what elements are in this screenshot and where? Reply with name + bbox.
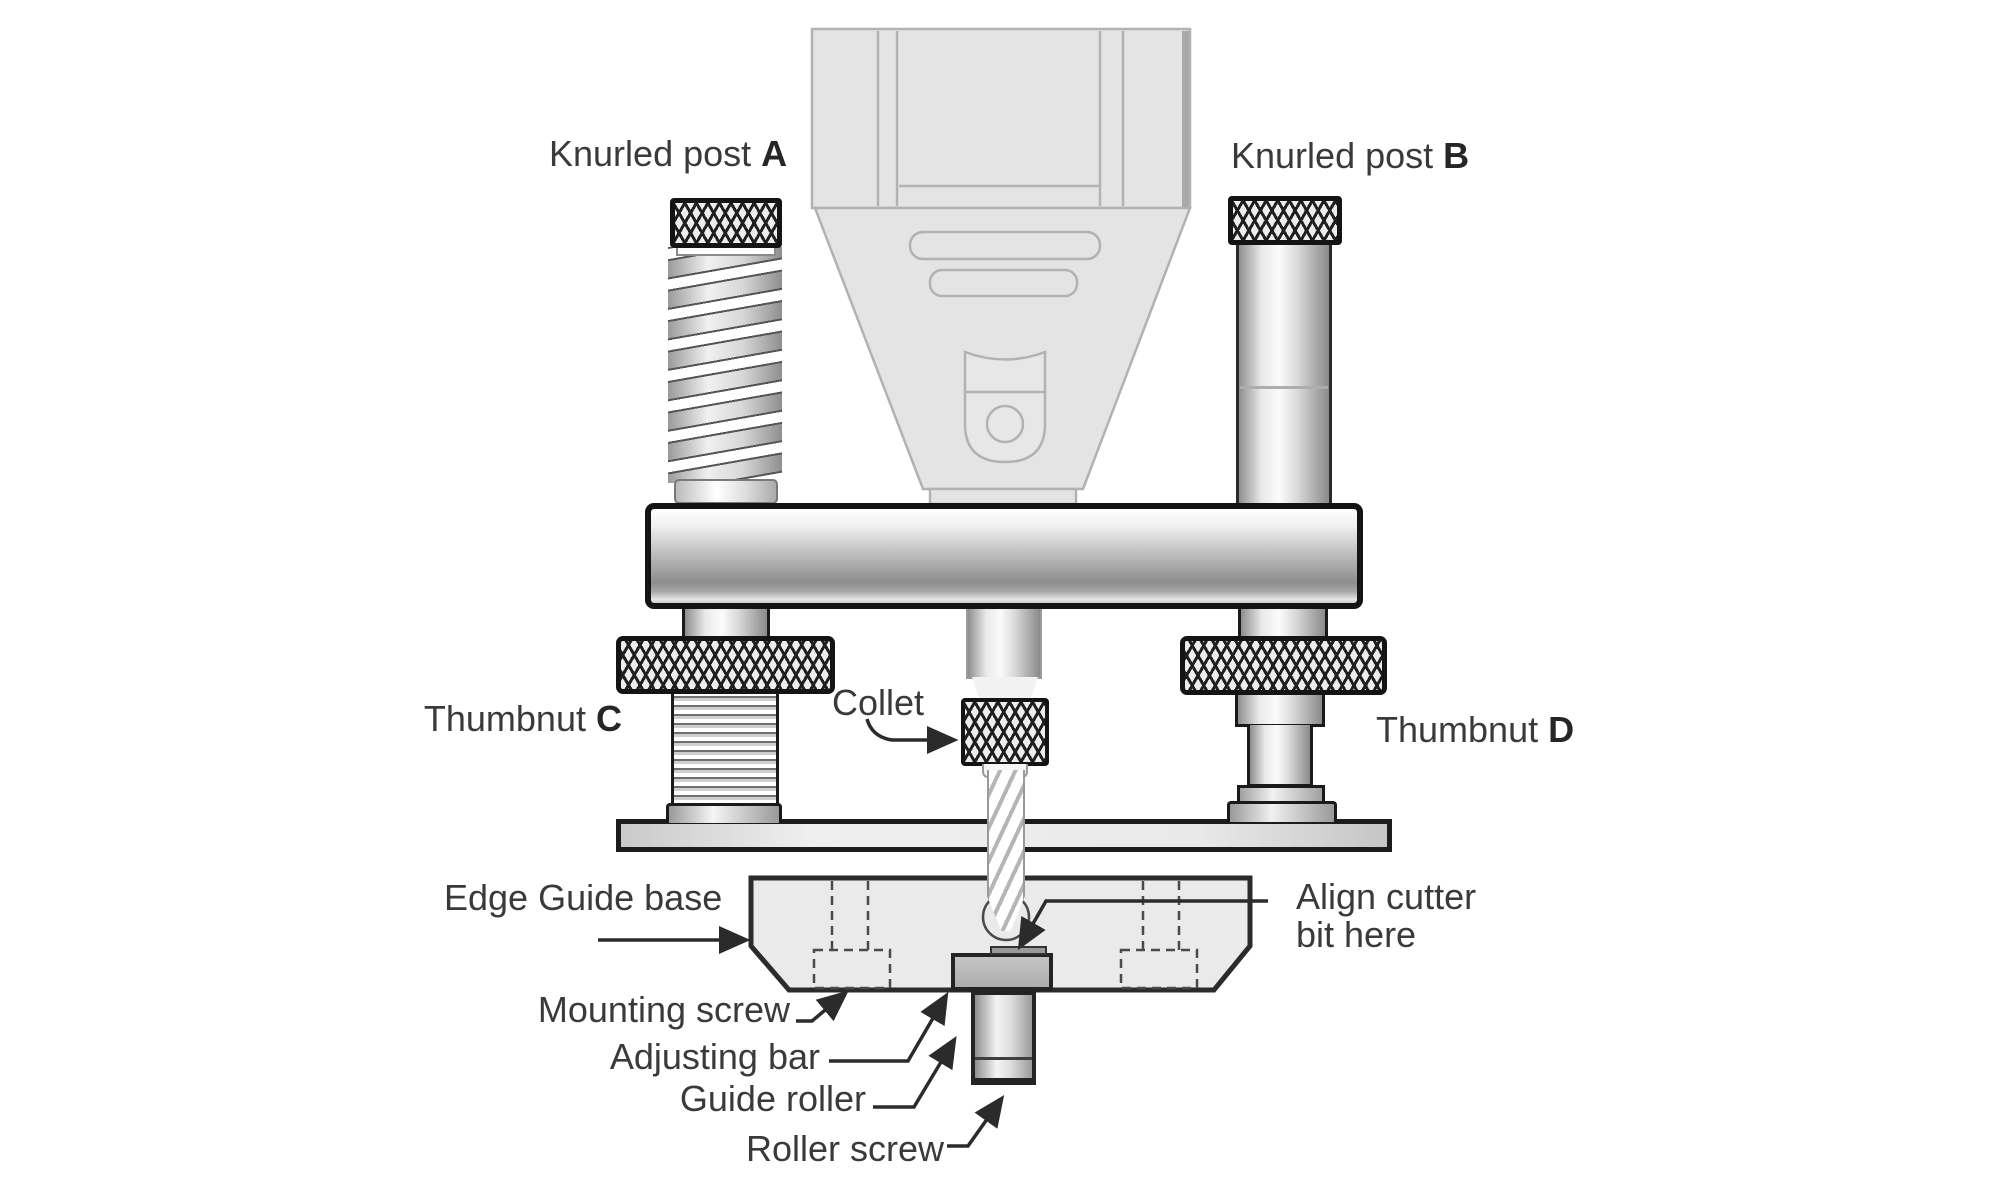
label-knurled-post-a: Knurled post A (549, 133, 788, 174)
label-letter: D (1548, 709, 1575, 750)
edge-guide-crossbar (645, 503, 1363, 609)
label-guide-roller: Guide roller (679, 1078, 866, 1119)
label-line1: Align cutter (1296, 876, 1477, 917)
roller-screw-arrow (947, 1095, 1005, 1148)
adjusting-bar (951, 953, 1053, 991)
label-thumbnut-c: Thumbnut C (423, 698, 622, 739)
label-letter: C (596, 698, 622, 739)
edge-guide-base-body (748, 875, 1253, 993)
mounting-screw-hidden-right (1119, 948, 1199, 990)
align-cutter-arrow (1017, 899, 1268, 951)
collet-arrow (865, 718, 959, 754)
motor-taper (813, 206, 1192, 491)
guide-roller (971, 991, 1036, 1085)
label-adjusting-bar: Adjusting bar (609, 1036, 820, 1077)
label-collet: Collet (832, 682, 925, 723)
label-edge-guide-base: Edge Guide base (444, 877, 723, 918)
motor-housing (810, 27, 1192, 210)
label-thumbnut-d: Thumbnut D (1376, 709, 1575, 750)
post-a-spring (668, 247, 782, 483)
mounting-screw-arrow (796, 990, 849, 1023)
knurled-post-a-cap (670, 198, 782, 248)
label-align-cutter: Align cutter bit here (1296, 876, 1477, 956)
vent-slot (928, 268, 1079, 298)
vent-slot (908, 230, 1102, 261)
label-text: Thumbnut (423, 698, 586, 739)
label-text: Knurled post (1231, 135, 1434, 176)
thumbnut-c-threaded-rod (671, 692, 779, 807)
spring-bottom-collar (674, 479, 778, 504)
thumbnut-c-foot (666, 803, 782, 823)
roller-screw-seam (975, 1057, 1032, 1060)
label-roller-screw: Roller screw (745, 1128, 944, 1169)
cutter-bit (987, 770, 1025, 932)
adjusting-bar-arrow (829, 991, 949, 1063)
label-text: Thumbnut (1376, 709, 1539, 750)
label-knurled-post-b: Knurled post B (1231, 135, 1470, 176)
label-letter: B (1443, 135, 1470, 176)
label-line2: bit here (1296, 914, 1417, 956)
label-letter: A (761, 133, 788, 174)
mounting-screw-hidden-left (812, 948, 892, 990)
collet-taper (972, 677, 1038, 700)
knurled-post-b-cap (1228, 196, 1342, 245)
guide-roller-arrow (873, 1035, 957, 1109)
spindle-shaft (966, 607, 1042, 679)
label-mounting-screw: Mounting screw (537, 989, 790, 1030)
label-text: Knurled post (549, 133, 752, 174)
thumbnut-d (1180, 636, 1387, 695)
thumbnut-c (616, 636, 835, 694)
post-b-shaft (1236, 243, 1332, 507)
thumbnut-d-foot-step (1237, 785, 1325, 803)
depth-lock-hole (985, 404, 1025, 444)
post-b-seam (1240, 386, 1328, 389)
thumbnut-d-foot (1227, 801, 1337, 822)
